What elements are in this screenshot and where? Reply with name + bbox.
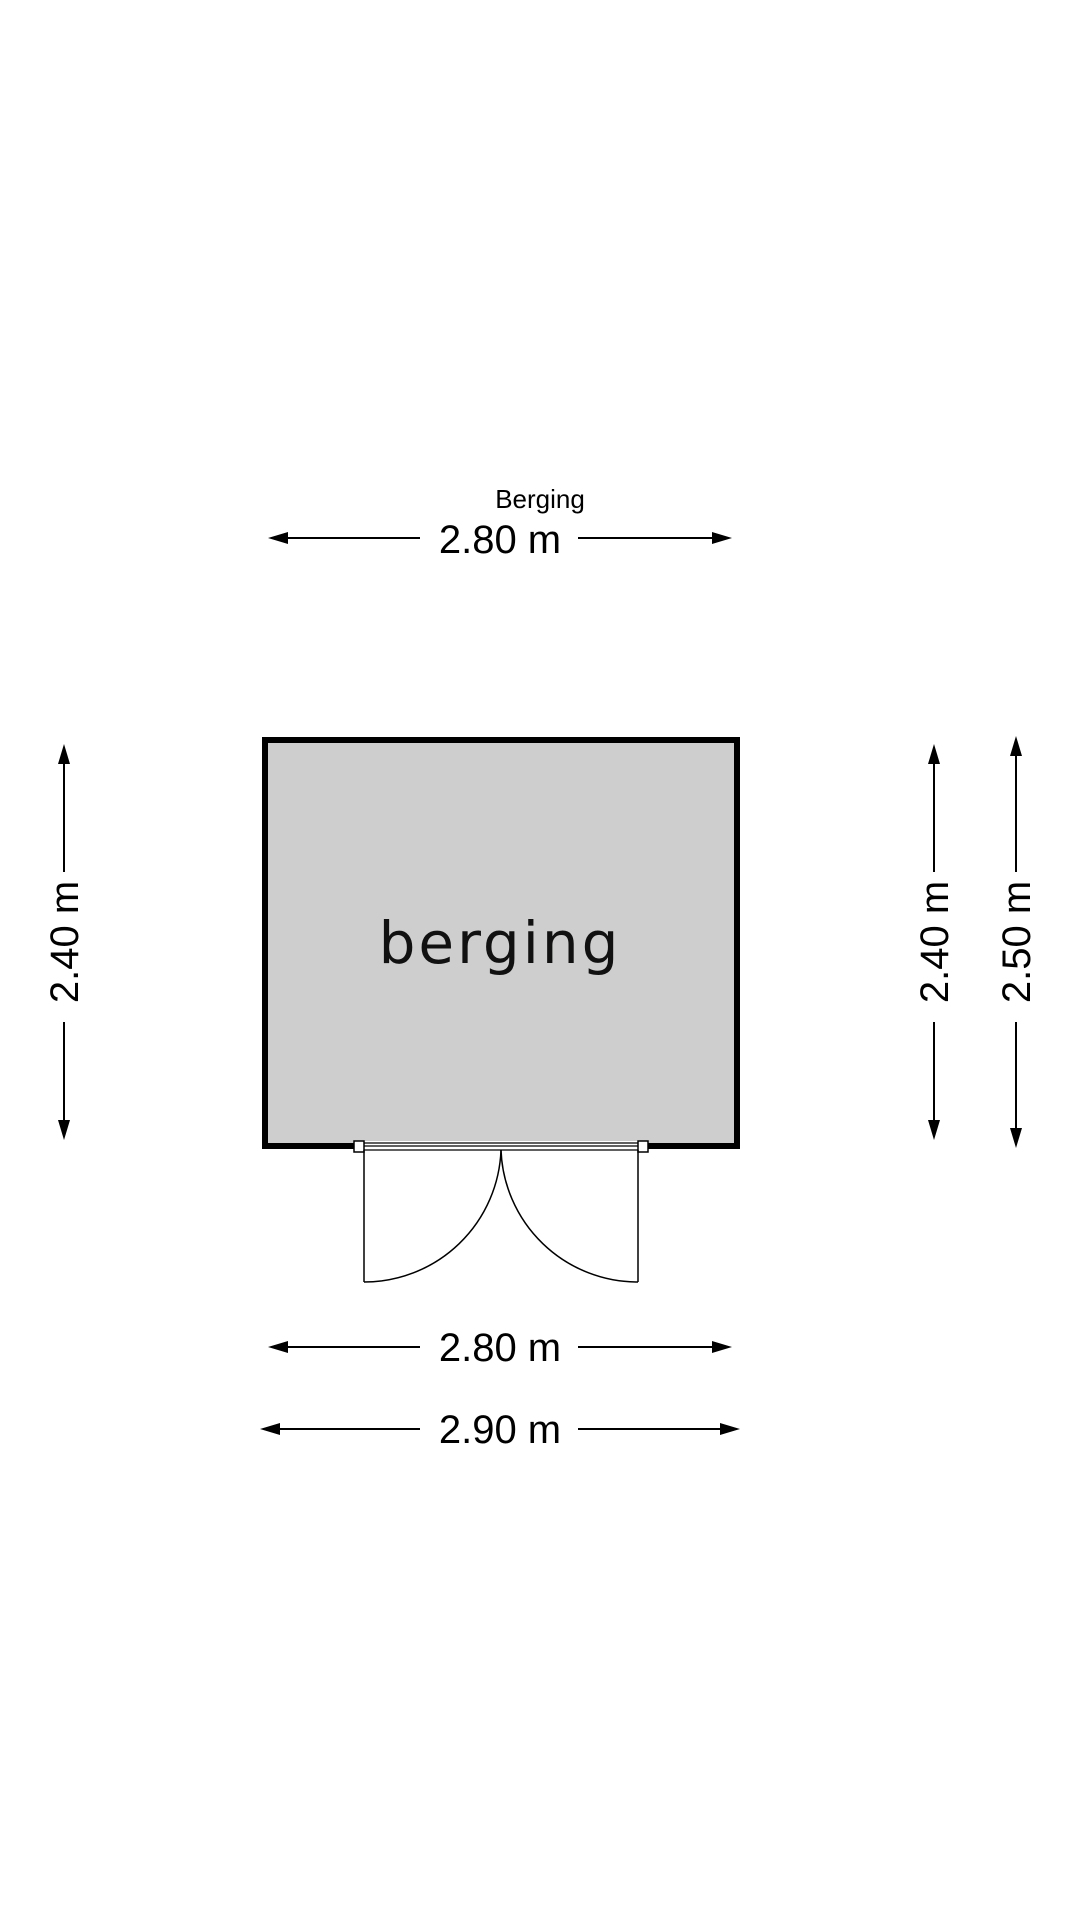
room-floor: [262, 737, 740, 1149]
arrow-down-icon: [1010, 1128, 1022, 1148]
arrow-right-icon: [712, 532, 732, 544]
arrow-up-icon: [58, 744, 70, 764]
dimension-bottom-inner-width: 2.80 m: [268, 1326, 732, 1370]
arrow-left-icon: [268, 1341, 288, 1353]
arrow-left-icon: [268, 532, 288, 544]
dimension-bottom-inner-label: 2.80 m: [439, 1326, 561, 1370]
room-label: berging: [379, 909, 622, 977]
arrow-down-icon: [928, 1120, 940, 1140]
room-berging: berging: [262, 737, 740, 1149]
dimension-top-label: 2.80 m: [439, 518, 561, 562]
dimension-right-outer-label: 2.50 m: [995, 881, 1039, 1003]
door-swing-right: [500, 1149, 639, 1283]
arrow-left-icon: [260, 1423, 280, 1435]
arrow-down-icon: [58, 1120, 70, 1140]
dimension-left-height: 2.40 m: [43, 744, 87, 1140]
arrow-up-icon: [928, 744, 940, 764]
arrow-up-icon: [1010, 736, 1022, 756]
dimension-right-outer-height: 2.50 m: [995, 736, 1039, 1148]
dimension-right-inner-height: 2.40 m: [913, 744, 957, 1140]
double-door: [353, 1140, 649, 1283]
dimension-right-inner-label: 2.40 m: [913, 881, 957, 1003]
arrow-right-icon: [720, 1423, 740, 1435]
dimension-bottom-outer-label: 2.90 m: [439, 1408, 561, 1452]
dimension-bottom-outer-width: 2.90 m: [260, 1408, 740, 1452]
dimension-top-width: 2.80 m: [268, 518, 732, 562]
door-swing-left: [363, 1149, 502, 1283]
dimension-left-label: 2.40 m: [43, 881, 87, 1003]
arrow-right-icon: [712, 1341, 732, 1353]
plan-title: Berging: [495, 484, 585, 514]
